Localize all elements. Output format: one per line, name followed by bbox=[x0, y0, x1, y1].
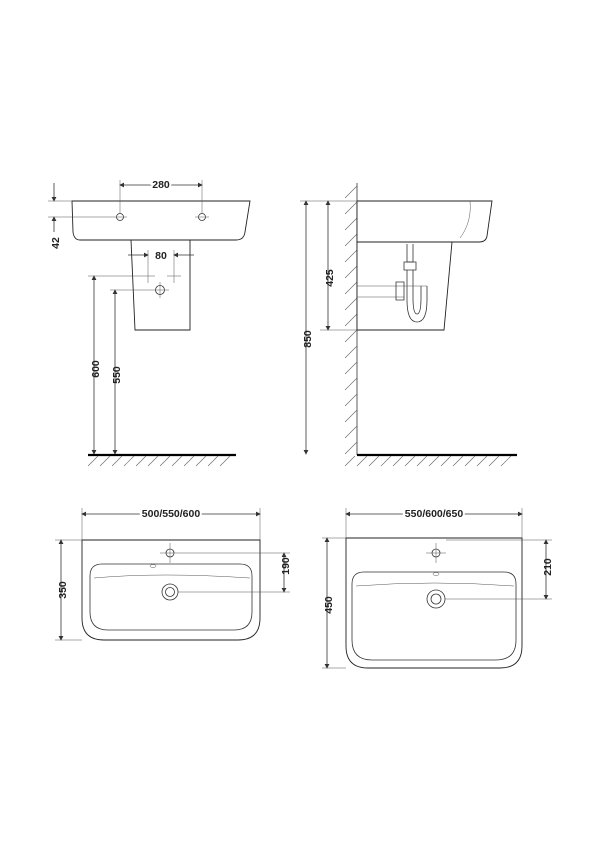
basin-outline-small bbox=[81, 539, 261, 641]
dim-drain-large-label: 210 bbox=[542, 558, 554, 576]
dim-drain-small: 190 bbox=[178, 552, 292, 593]
dim-width-large: 550/600/650 bbox=[345, 506, 523, 538]
dim-height-600-label: 600 bbox=[90, 360, 102, 378]
tap-hole-large bbox=[426, 543, 446, 563]
tap-hole-right bbox=[195, 213, 209, 221]
bowl-edge-large bbox=[355, 582, 515, 587]
side-basin-inner bbox=[459, 200, 471, 239]
dim-tap-spacing: 280 bbox=[119, 177, 203, 213]
dim-width-small: 500/550/600 bbox=[81, 506, 261, 540]
dim-basin-depth-label: 425 bbox=[324, 269, 336, 287]
dim-width-large-label: 550/600/650 bbox=[405, 508, 464, 520]
overflow-large bbox=[432, 572, 440, 576]
front-pedestal bbox=[130, 239, 191, 331]
bowl-rim-large bbox=[351, 571, 517, 661]
wall bbox=[344, 183, 358, 455]
overflow-small bbox=[149, 564, 157, 568]
bowl-rim-small bbox=[89, 563, 253, 631]
side-basin bbox=[356, 200, 493, 243]
dim-rim-height-label: 42 bbox=[50, 237, 62, 249]
dim-total-height: 850 bbox=[300, 200, 357, 455]
dim-height-550-label: 550 bbox=[111, 366, 123, 384]
siphon bbox=[357, 244, 428, 323]
front-floor bbox=[87, 453, 236, 467]
dim-width-small-label: 500/550/600 bbox=[142, 508, 201, 520]
dim-pedestal-width-label: 80 bbox=[155, 250, 167, 262]
dim-tap-spacing-label: 280 bbox=[152, 179, 170, 191]
side-view: 850 425 bbox=[300, 183, 517, 467]
top-view-large: 550/600/650 450 210 bbox=[322, 506, 554, 669]
dim-depth-small: 350 bbox=[55, 539, 82, 641]
front-view: 280 42 80 600 550 bbox=[48, 177, 251, 467]
tap-hole-small bbox=[160, 543, 180, 563]
dim-depth-large: 450 bbox=[322, 537, 346, 669]
tap-hole-left bbox=[113, 213, 127, 221]
top-view-small: 500/550/600 350 190 bbox=[55, 506, 292, 641]
dim-depth-large-label: 450 bbox=[323, 596, 335, 614]
fixing-points bbox=[141, 269, 181, 298]
dim-drain-large: 210 bbox=[445, 539, 554, 600]
dim-total-height-label: 850 bbox=[302, 330, 314, 348]
front-basin bbox=[71, 200, 251, 241]
dim-pedestal-width: 80 bbox=[128, 250, 194, 269]
dim-depth-small-label: 350 bbox=[57, 581, 69, 599]
basin-outline-large bbox=[345, 537, 523, 669]
side-floor bbox=[344, 453, 517, 467]
bowl-edge-small bbox=[93, 574, 251, 579]
dim-rim-height: 42 bbox=[48, 183, 113, 249]
dim-basin-depth: 425 bbox=[320, 200, 357, 331]
dim-drain-small-label: 190 bbox=[280, 557, 292, 575]
dim-heights: 600 550 bbox=[88, 275, 151, 455]
